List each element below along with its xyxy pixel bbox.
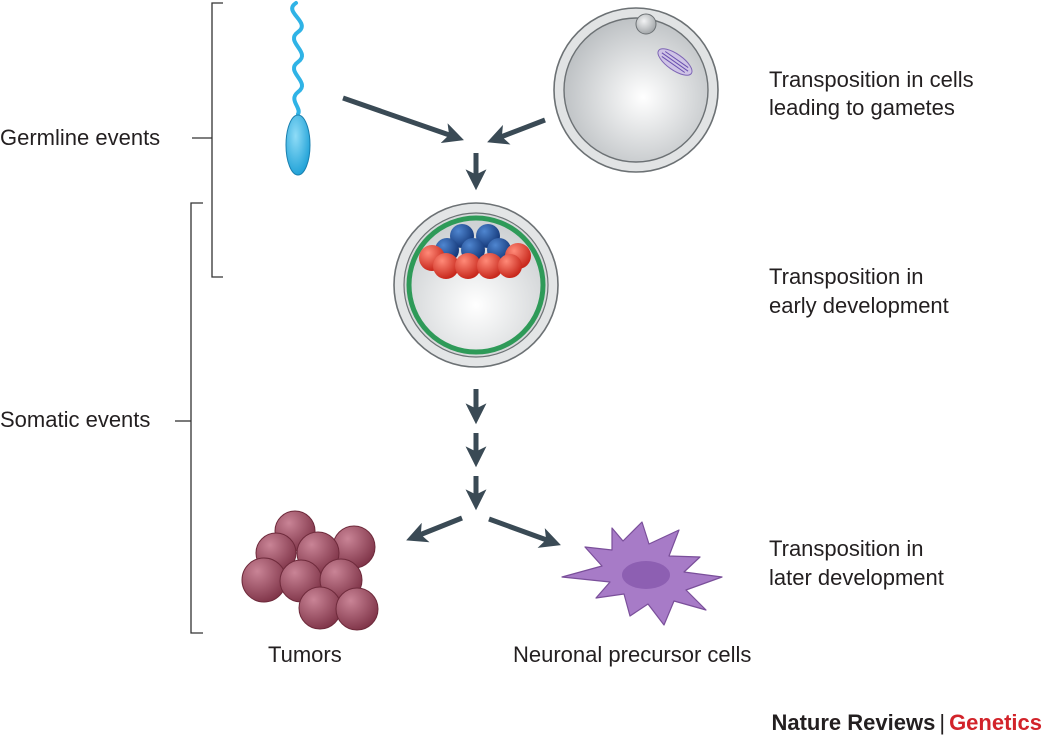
- arrow-to-tumors: [406, 515, 463, 543]
- arrow-sperm-to-zygote: [342, 95, 464, 144]
- stage-early-line1: Transposition in: [769, 264, 924, 289]
- arrow-to-neuron: [488, 516, 561, 548]
- tumors-caption: Tumors: [268, 642, 342, 667]
- inner-cell-mass-red: [419, 243, 531, 279]
- journal-name: Nature Reviews: [771, 710, 936, 735]
- brand-separator: |: [939, 710, 946, 735]
- stage-later-line2: later development: [769, 565, 944, 590]
- germline-bracket: [192, 2, 223, 278]
- journal-section: Genetics: [949, 710, 1042, 735]
- germline-events-label: Germline events: [0, 125, 161, 150]
- arrow-egg-to-zygote: [487, 117, 546, 145]
- stage-gametes-line2: leading to gametes: [769, 95, 955, 120]
- neuronal-precursor-caption: Neuronal precursor cells: [513, 642, 752, 667]
- stage-gametes-line1: Transposition in cells: [769, 67, 974, 92]
- meiotic-spindle: [657, 48, 693, 76]
- sperm-cell: [285, 1, 311, 176]
- somatic-events-label: Somatic events: [0, 407, 151, 432]
- journal-brand: Nature Reviews|Genetics: [771, 710, 1042, 736]
- blastocyst: [393, 202, 559, 368]
- tumor-cluster: [241, 510, 379, 631]
- egg-cell: [553, 7, 719, 173]
- stage-later-line1: Transposition in: [769, 536, 924, 561]
- neuronal-precursor-cell: [561, 521, 723, 626]
- somatic-bracket: [175, 202, 203, 634]
- flow-arrows: [342, 95, 561, 548]
- stage-early-line2: early development: [769, 293, 949, 318]
